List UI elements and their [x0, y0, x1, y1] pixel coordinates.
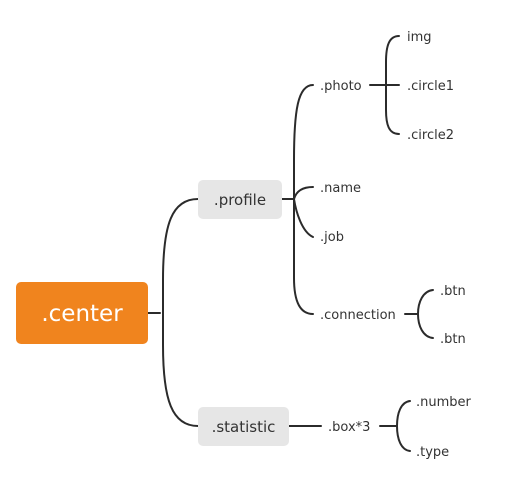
- node-type[interactable]: .type: [416, 445, 449, 460]
- node-circle2[interactable]: .circle2: [407, 128, 454, 143]
- node-profile-box: [198, 180, 282, 219]
- connectors: [147, 35, 434, 452]
- node-job[interactable]: .job: [320, 230, 344, 245]
- node-connection[interactable]: .connection: [320, 308, 396, 323]
- node-statistic-label: .statistic: [212, 418, 276, 436]
- node-statistic-box: [198, 407, 289, 446]
- node-center[interactable]: .center: [16, 282, 148, 344]
- node-profile-label: .profile: [214, 191, 266, 209]
- node-btn-second[interactable]: .btn: [440, 332, 466, 347]
- node-photo[interactable]: .photo: [320, 79, 362, 94]
- node-profile[interactable]: .profile: [198, 180, 282, 219]
- edge-photo-children: [369, 35, 400, 135]
- edge-connection-children: [404, 289, 434, 339]
- edge-center-children: [147, 198, 199, 427]
- node-statistic[interactable]: .statistic: [198, 407, 289, 446]
- node-btn-first[interactable]: .btn: [440, 284, 466, 299]
- node-img[interactable]: img: [407, 30, 432, 45]
- node-center-box: [16, 282, 148, 344]
- node-circle1[interactable]: .circle1: [407, 79, 454, 94]
- node-number[interactable]: .number: [416, 395, 472, 410]
- edge-profile-children: [281, 84, 314, 315]
- node-box[interactable]: .box*3: [328, 420, 370, 435]
- edge-box-children: [379, 400, 411, 452]
- node-name[interactable]: .name: [320, 181, 361, 196]
- node-center-label: .center: [41, 301, 123, 327]
